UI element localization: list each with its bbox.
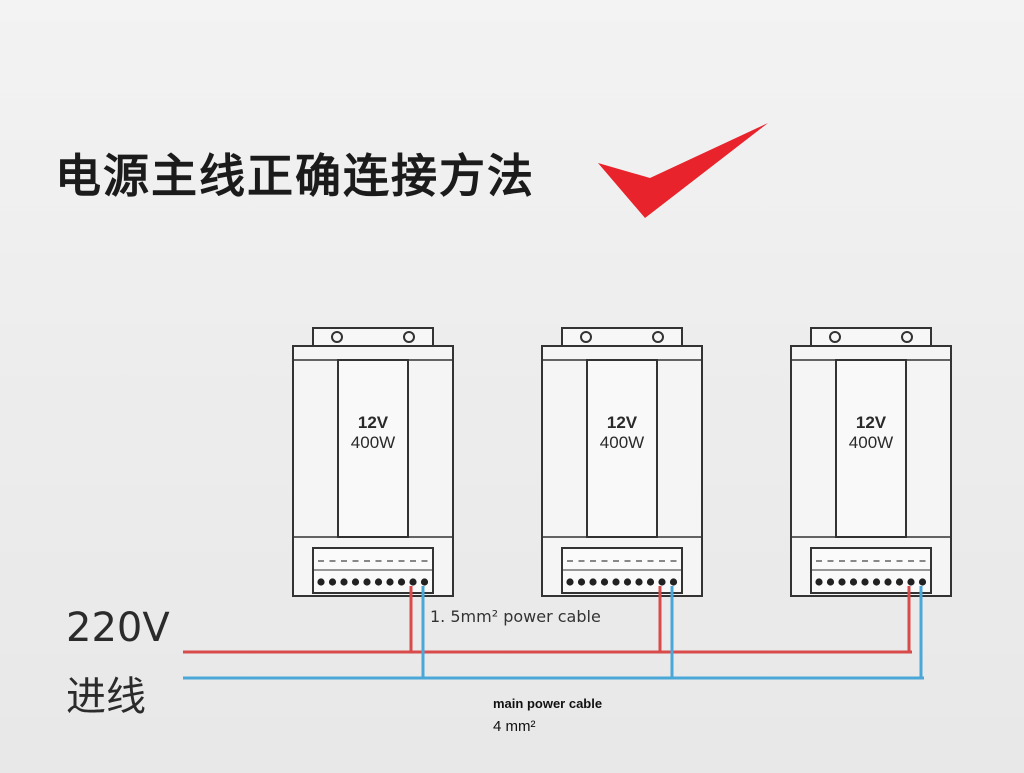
terminal-screw [658, 578, 666, 586]
terminal-screw [420, 578, 429, 586]
terminal-marking [318, 560, 324, 562]
psu-voltage: 12V [606, 413, 638, 432]
terminal-screw [577, 578, 586, 586]
terminal-marking [647, 560, 654, 562]
terminal-screw [589, 578, 597, 586]
psu-voltage: 12V [855, 413, 887, 432]
terminal-marking [636, 560, 642, 562]
input-voltage-label: 220V [66, 605, 170, 651]
terminal-marking [329, 560, 336, 562]
mount-hole [901, 331, 913, 343]
terminal-marking [398, 560, 405, 562]
branch-cable-label: 1. 5mm² power cable [430, 607, 601, 626]
psu-voltage: 12V [357, 413, 389, 432]
terminal-screw [861, 578, 869, 586]
terminal-screw [884, 578, 892, 586]
terminal-marking [601, 560, 608, 562]
terminal-screw [635, 578, 643, 586]
terminal-marking [624, 560, 631, 562]
terminal-marking [410, 560, 416, 562]
terminal-screw [623, 578, 632, 586]
terminal-screw [669, 578, 678, 586]
psu-wattage: 400W [350, 433, 396, 452]
terminal-screw [317, 578, 325, 586]
terminal-screw [918, 578, 927, 586]
terminal-marking [827, 560, 834, 562]
mount-hole [331, 331, 343, 343]
psu-label-panel [337, 359, 409, 538]
terminal-screw [872, 578, 881, 586]
terminal-screw [328, 578, 337, 586]
psu-wattage: 400W [599, 433, 645, 452]
terminal-marking [816, 560, 822, 562]
mount-hole [829, 331, 841, 343]
terminal-marking [567, 560, 573, 562]
terminal-marking [919, 560, 926, 562]
terminal-screw [907, 578, 915, 586]
page-title: 电源主线正确连接方法 [55, 149, 535, 203]
terminal-marking [375, 560, 382, 562]
terminal-marking [850, 560, 857, 562]
terminal-marking [659, 560, 665, 562]
terminal-screw [351, 578, 360, 586]
terminal-marking [590, 560, 596, 562]
terminal-screw [340, 578, 348, 586]
check-icon [598, 123, 768, 218]
mount-hole [652, 331, 664, 343]
terminal-marking [896, 560, 903, 562]
terminal-screw [397, 578, 406, 586]
mount-hole [580, 331, 592, 343]
terminal-marking [421, 560, 428, 562]
main-cable-size: 4 mm² [493, 718, 536, 735]
incoming-line-label: 进线 [66, 674, 146, 720]
terminal-marking [352, 560, 359, 562]
terminal-marking [670, 560, 677, 562]
terminal-marking [908, 560, 914, 562]
terminal-screw [849, 578, 858, 586]
terminal-screw [826, 578, 835, 586]
terminal-marking [613, 560, 619, 562]
terminal-screw [363, 578, 371, 586]
terminal-marking [578, 560, 585, 562]
terminal-screw [646, 578, 655, 586]
terminal-screw [838, 578, 846, 586]
psu-label-panel [835, 359, 907, 538]
main-cable-label: main power cable [493, 696, 603, 711]
terminal-marking [839, 560, 845, 562]
terminal-screw [612, 578, 620, 586]
terminal-screw [600, 578, 609, 586]
psu-wattage: 400W [848, 433, 894, 452]
terminal-marking [387, 560, 393, 562]
mount-hole [403, 331, 415, 343]
terminal-marking [873, 560, 880, 562]
terminal-marking [341, 560, 347, 562]
terminal-marking [885, 560, 891, 562]
terminal-screw [374, 578, 383, 586]
terminal-marking [862, 560, 868, 562]
terminal-screw [386, 578, 394, 586]
terminal-screw [409, 578, 417, 586]
terminal-marking [364, 560, 370, 562]
terminal-screw [566, 578, 574, 586]
terminal-screw [815, 578, 823, 586]
terminal-screw [895, 578, 904, 586]
